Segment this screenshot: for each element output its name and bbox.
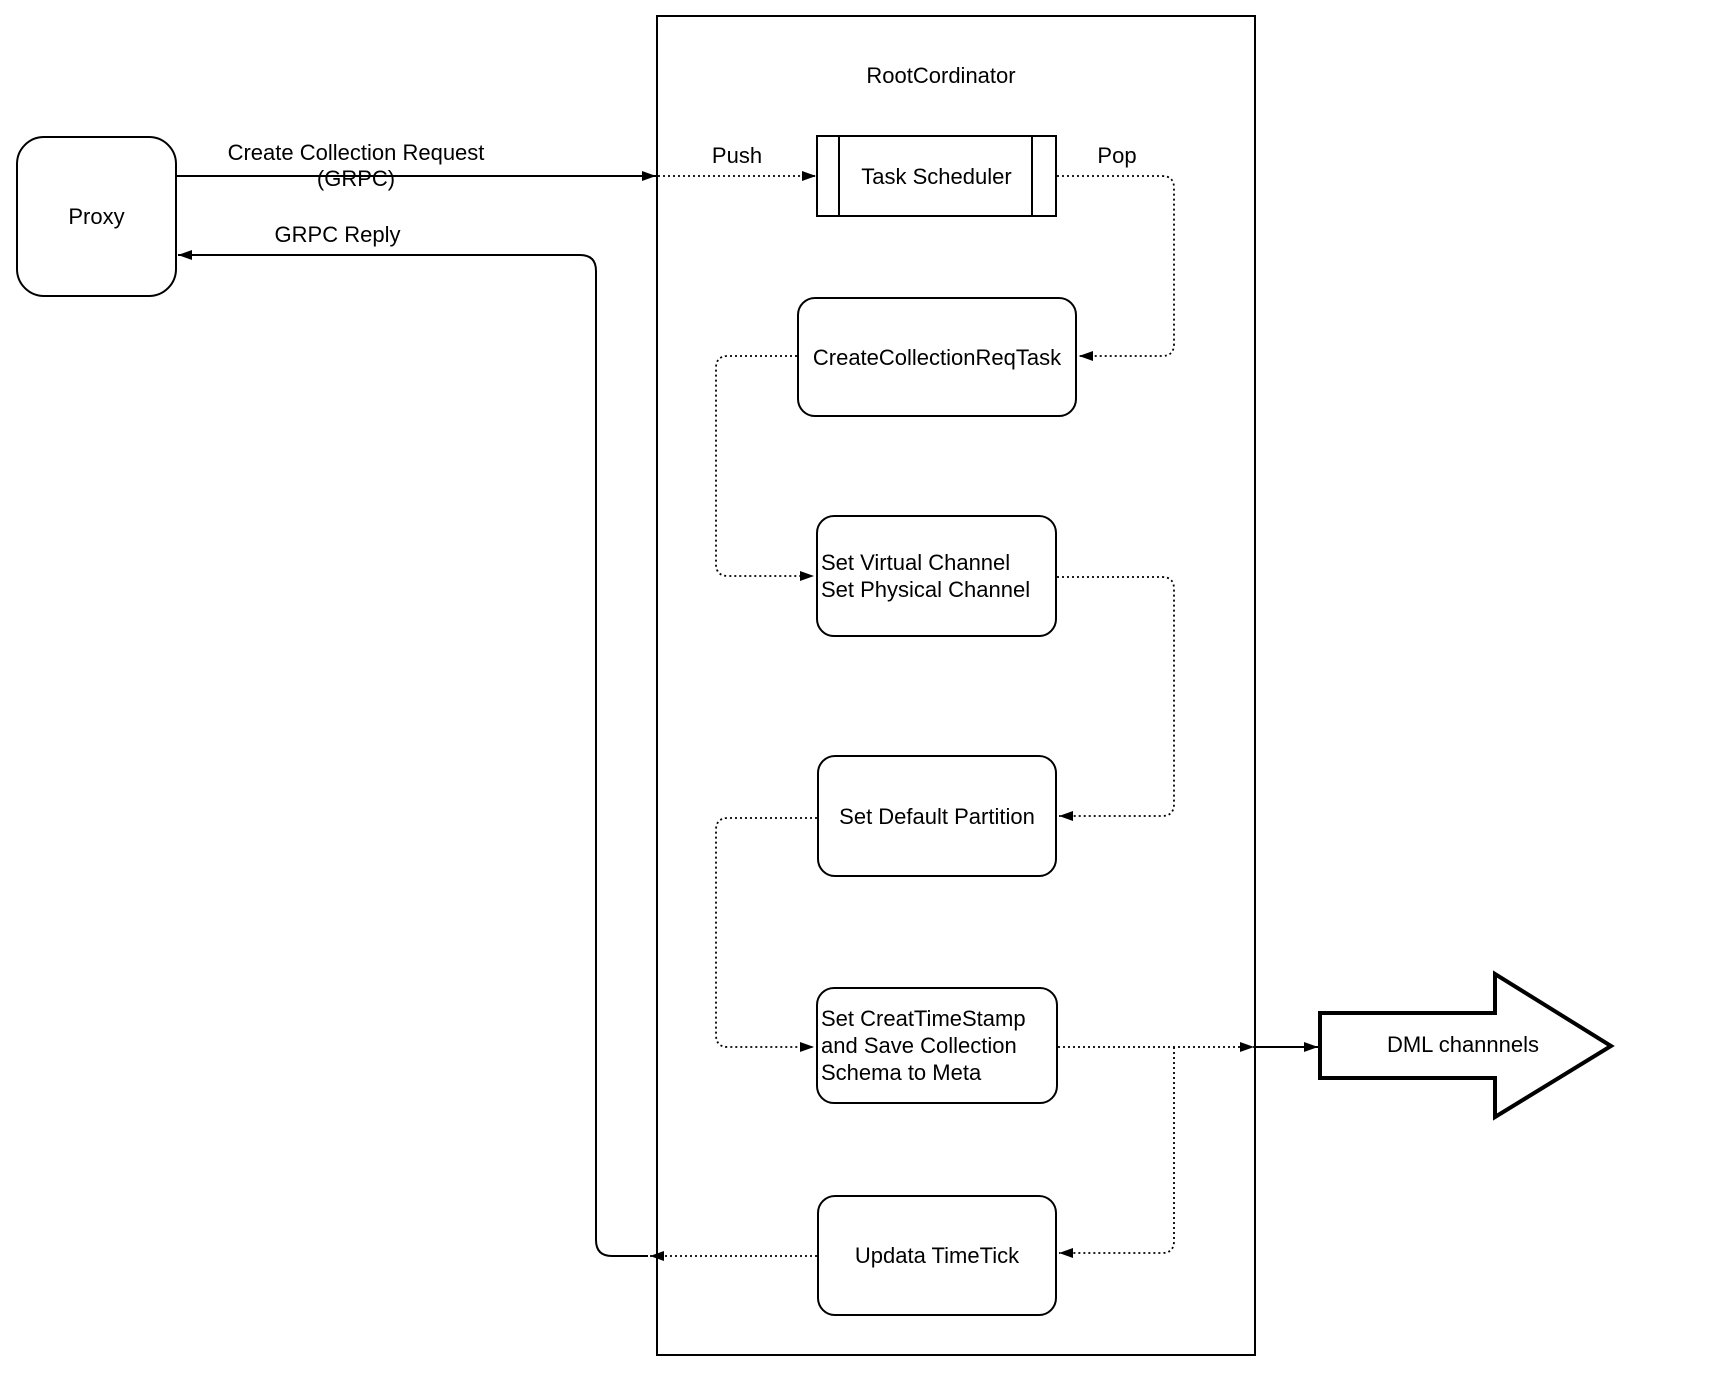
set-default-partition-label: Set Default Partition <box>839 803 1035 829</box>
node-proxy: Proxy <box>16 136 177 297</box>
task-scheduler-right-bar <box>1031 135 1033 217</box>
set-creat-timestamp-line-1: Set CreatTimeStamp <box>821 1006 1026 1031</box>
create-collection-req-task-label: CreateCollectionReqTask <box>812 344 1062 370</box>
edge-label-create-request: Create Collection Request (GRPC) <box>227 140 485 191</box>
set-creat-timestamp-line-2: and Save Collection <box>821 1033 1017 1058</box>
root-coordinator-title: RootCordinator <box>866 63 1016 88</box>
node-create-collection-req-task: CreateCollectionReqTask <box>797 297 1077 417</box>
node-set-default-partition: Set Default Partition <box>817 755 1057 877</box>
set-channels-line-2: Set Physical Channel <box>821 577 1031 602</box>
root-coordinator-container <box>656 15 1256 1356</box>
node-task-scheduler: Task Scheduler <box>816 135 1057 217</box>
dml-channels-arrow-shape <box>1318 970 1615 1121</box>
task-scheduler-label: Task Scheduler <box>861 163 1012 189</box>
node-updata-timetick: Updata TimeTick <box>817 1195 1057 1316</box>
set-channels-line-1: Set Virtual Channel <box>821 550 1011 575</box>
updata-timetick-label: Updata TimeTick <box>854 1243 1020 1268</box>
edge-label-push: Push <box>711 143 763 168</box>
edge-label-pop: Pop <box>1097 143 1137 168</box>
edge-grpc-reply <box>178 250 648 1257</box>
node-set-channels: Set Virtual Channel Set Physical Channel <box>816 515 1057 637</box>
task-scheduler-left-bar <box>838 135 840 217</box>
set-creat-timestamp-line-3: Schema to Meta <box>821 1060 982 1085</box>
node-set-creat-timestamp: Set CreatTimeStamp and Save Collection S… <box>816 987 1058 1104</box>
dml-channels-label: DML channnels <box>1386 1032 1540 1057</box>
edge-label-grpc-reply: GRPC Reply <box>274 222 401 247</box>
proxy-label: Proxy <box>68 204 125 229</box>
edge-reqtask-to-setchannels <box>715 355 814 581</box>
edge-setdefault-to-setcreat <box>715 817 817 1052</box>
edge-setchannels-to-setdefault <box>1057 576 1175 821</box>
